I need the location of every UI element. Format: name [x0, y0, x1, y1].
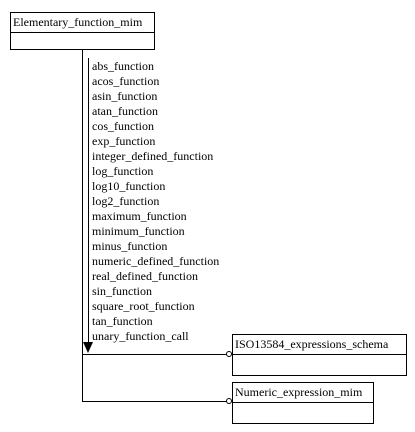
- entity-title-iso: ISO13584_expressions_schema: [233, 335, 406, 355]
- select-item: tan_function: [92, 314, 153, 328]
- select-item: cos_function: [92, 119, 154, 133]
- iso-connector-horizontal: [82, 354, 228, 355]
- main-connector-vertical: [82, 50, 83, 402]
- select-item: asin_function: [92, 89, 158, 103]
- select-item: log_function: [92, 164, 154, 178]
- select-item: unary_function_call: [92, 329, 189, 343]
- entity-title-main: Elementary_function_mim: [11, 13, 154, 33]
- select-item: minimum_function: [92, 224, 185, 238]
- select-item-list: abs_function acos_function asin_function…: [92, 59, 219, 344]
- iso-connector-ring: [226, 351, 232, 357]
- select-item: integer_defined_function: [92, 149, 214, 163]
- select-item: log10_function: [92, 179, 166, 193]
- numeric-connector-horizontal: [82, 401, 228, 402]
- select-item: exp_function: [92, 134, 156, 148]
- select-item: abs_function: [92, 59, 154, 73]
- select-item: real_defined_function: [92, 269, 198, 283]
- select-item: square_root_function: [92, 299, 195, 313]
- entity-title-numeric: Numeric_expression_mim: [233, 383, 373, 403]
- reference-arrow-stem: [88, 58, 89, 344]
- entity-box-main[interactable]: Elementary_function_mim: [10, 12, 155, 50]
- select-item: log2_function: [92, 194, 160, 208]
- reference-arrow-head: [83, 342, 93, 353]
- select-item: numeric_defined_function: [92, 254, 220, 268]
- select-item: maximum_function: [92, 209, 187, 223]
- select-item: sin_function: [92, 284, 152, 298]
- select-item: minus_function: [92, 239, 168, 253]
- entity-box-numeric[interactable]: Numeric_expression_mim: [232, 382, 374, 424]
- select-item: atan_function: [92, 104, 158, 118]
- numeric-connector-ring: [226, 398, 232, 404]
- entity-box-iso[interactable]: ISO13584_expressions_schema: [232, 334, 407, 376]
- select-item: acos_function: [92, 74, 160, 88]
